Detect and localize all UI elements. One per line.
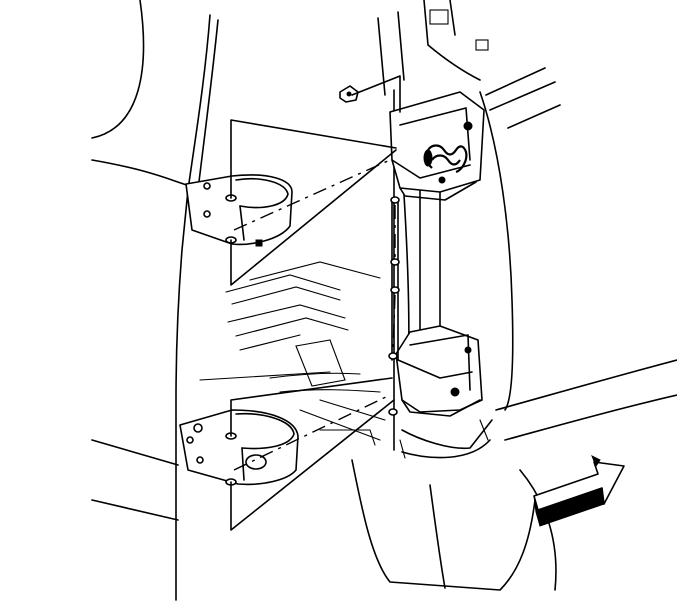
hinge-pin (225, 194, 400, 486)
door-upper-hinge-door-side (389, 91, 485, 201)
hinge-spring (423, 144, 468, 174)
callout-leaders (230, 75, 401, 531)
vehicle-body (91, 0, 386, 601)
door-lower-hinge-body-side (179, 409, 299, 486)
door-lower-hinge-door-side (395, 325, 483, 417)
forward-arrow-icon (533, 454, 625, 527)
hinge-nut (339, 85, 359, 103)
door-upper-hinge-body-side (185, 174, 293, 247)
